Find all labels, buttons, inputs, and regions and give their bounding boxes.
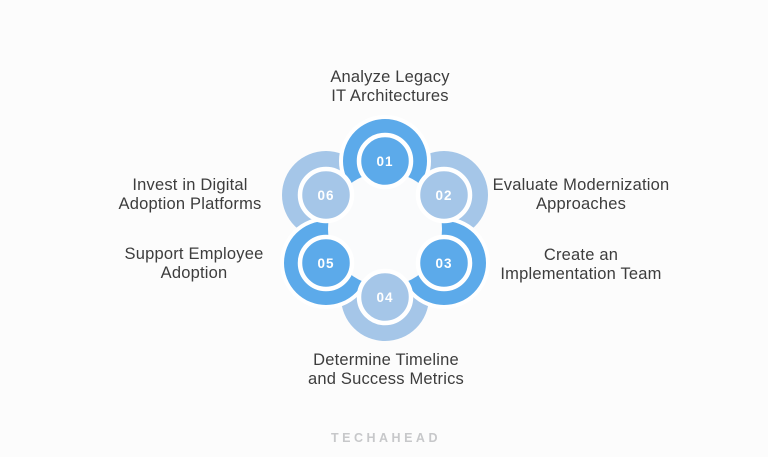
step-label-line: Support Employee <box>124 245 264 263</box>
step-label-line: Determine Timeline <box>313 351 459 369</box>
step-label-line: Implementation Team <box>500 265 662 283</box>
step-node-05-circle <box>297 234 355 292</box>
techahead-logo: TECHAHEAD <box>331 431 441 445</box>
step-label-invest-digital-adoption: Invest in Digital Adoption Platforms <box>118 176 261 214</box>
step-node-03: 03 <box>415 234 473 292</box>
step-label-line: Evaluate Modernization <box>492 176 670 194</box>
step-node-02: 02 <box>415 166 473 224</box>
step-node-01: 01 <box>356 132 414 190</box>
step-label-line: Invest in Digital <box>132 176 248 194</box>
step-node-04-circle <box>356 268 414 326</box>
step-label-analyze-legacy: Analyze Legacy IT Architectures <box>330 68 449 106</box>
step-label-line: Analyze Legacy <box>330 68 450 86</box>
step-node-06-circle <box>297 166 355 224</box>
step-label-determine-timeline: Determine Timeline and Success Metrics <box>308 351 464 389</box>
step-node-06-number: 06 <box>317 188 334 203</box>
step-label-create-implementation-team: Create an Implementation Team <box>500 246 661 284</box>
step-label-line: Adoption Platforms <box>118 195 262 213</box>
step-label-line: Approaches <box>535 195 627 213</box>
step-node-06: 06 <box>297 166 355 224</box>
step-node-04: 04 <box>356 268 414 326</box>
step-label-line: IT Architectures <box>331 87 449 105</box>
step-node-05: 05 <box>297 234 355 292</box>
step-label-evaluate-modernization: Evaluate Modernization Approaches <box>493 176 670 214</box>
step-node-03-circle <box>415 234 473 292</box>
step-label-line: Create an <box>543 246 619 264</box>
step-node-01-number: 01 <box>376 154 393 169</box>
step-label-line: and Success Metrics <box>307 370 465 388</box>
step-node-03-number: 03 <box>435 256 452 271</box>
step-node-05-number: 05 <box>317 256 334 271</box>
step-node-02-number: 02 <box>435 188 452 203</box>
center-circle <box>328 172 442 286</box>
step-label-support-employee-adoption: Support Employee Adoption <box>125 245 264 283</box>
step-node-04-number: 04 <box>376 290 393 305</box>
step-node-01-circle <box>356 132 414 190</box>
step-label-line: Adoption <box>160 264 228 282</box>
step-node-02-circle <box>415 166 473 224</box>
